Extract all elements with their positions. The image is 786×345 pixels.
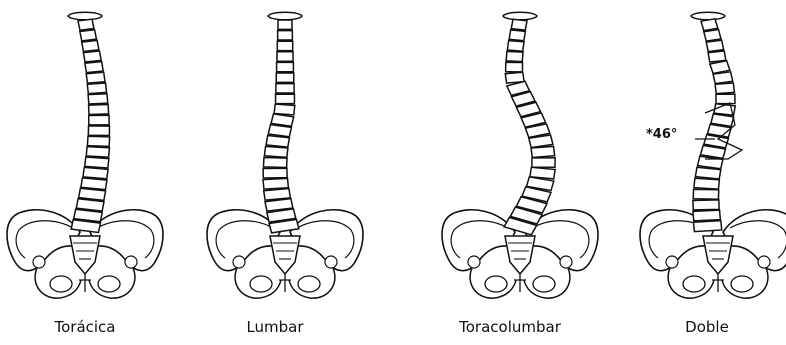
vertebra — [509, 30, 525, 41]
caption-doble: Doble — [617, 318, 786, 336]
spine-figure-toracolumbar — [442, 12, 598, 298]
right-obturator — [98, 276, 120, 292]
vertebra — [85, 62, 103, 73]
vertebra — [708, 51, 726, 62]
right-hip-socket — [560, 256, 572, 268]
vertebra — [83, 167, 108, 178]
caption-toracolumbar: Toracolumbar — [420, 318, 600, 336]
vertebra — [693, 221, 721, 232]
vertebra — [278, 31, 293, 40]
vertebra — [88, 94, 108, 104]
vertebra — [78, 19, 94, 30]
vertebra — [263, 157, 287, 167]
vertebra — [263, 168, 287, 178]
left-hip-socket — [33, 256, 45, 268]
left-obturator — [683, 276, 705, 292]
vertebra — [704, 29, 721, 41]
vertebra — [532, 158, 555, 168]
right-obturator — [533, 276, 555, 292]
sacrum — [270, 236, 300, 274]
vertebra — [266, 135, 289, 147]
vertebra — [716, 94, 735, 104]
vertebra — [87, 83, 106, 94]
right-hip-socket — [325, 256, 337, 268]
sacrum — [505, 236, 535, 274]
left-obturator — [250, 276, 272, 292]
vertebra — [81, 178, 107, 190]
right-obturator — [298, 276, 320, 292]
spine — [691, 12, 735, 231]
vertebra — [715, 83, 734, 94]
spine — [68, 12, 110, 232]
vertebra — [506, 62, 523, 72]
spine — [503, 12, 555, 235]
vertebra — [89, 105, 109, 115]
vertebra — [86, 147, 109, 157]
vertebra — [694, 178, 719, 189]
atlas — [68, 12, 102, 20]
vertebra — [277, 52, 293, 61]
atlas — [268, 12, 302, 20]
vertebra — [263, 178, 288, 189]
left-hip-socket — [666, 256, 678, 268]
spine-figure-lumbar — [207, 12, 363, 298]
vertebra — [82, 40, 99, 51]
right-hip-socket — [125, 256, 137, 268]
left-hip-socket — [233, 256, 245, 268]
vertebra — [278, 20, 292, 29]
right-obturator — [731, 276, 753, 292]
spine — [263, 12, 302, 233]
vertebra — [88, 126, 109, 136]
vertebra — [701, 19, 718, 31]
vertebra — [695, 167, 720, 179]
vertebra — [87, 136, 109, 146]
vertebra — [83, 51, 101, 62]
spine-figure-toracica — [7, 12, 163, 298]
vertebra — [710, 61, 730, 74]
vertebra — [706, 40, 723, 51]
vertebra — [277, 62, 294, 71]
sacrum — [70, 236, 100, 274]
vertebra — [693, 200, 719, 210]
vertebra — [276, 94, 295, 103]
vertebra — [276, 73, 294, 82]
sacrum — [703, 236, 733, 274]
cobb-angle-label: *46° — [646, 127, 677, 142]
left-hip-socket — [468, 256, 480, 268]
spine-figure-doble — [640, 12, 786, 298]
vertebra — [506, 51, 523, 61]
right-hip-socket — [758, 256, 770, 268]
vertebra — [264, 188, 291, 200]
left-obturator — [50, 276, 72, 292]
caption-lumbar: Lumbar — [185, 318, 365, 336]
vertebra — [277, 41, 292, 50]
caption-toracica: Torácica — [0, 318, 175, 336]
atlas — [503, 12, 537, 20]
vertebra — [693, 189, 718, 199]
vertebra — [693, 210, 720, 221]
vertebra — [507, 41, 524, 52]
vertebra — [89, 115, 109, 125]
atlas — [691, 12, 725, 20]
left-obturator — [485, 276, 507, 292]
vertebra — [511, 19, 527, 30]
vertebra — [276, 84, 294, 93]
vertebra — [274, 104, 295, 115]
vertebra — [80, 30, 97, 41]
vertebra — [713, 72, 733, 84]
vertebra — [85, 157, 109, 168]
vertebra — [268, 125, 291, 137]
vertebra — [264, 146, 288, 157]
vertebra — [531, 146, 555, 157]
vertebra — [86, 72, 105, 83]
